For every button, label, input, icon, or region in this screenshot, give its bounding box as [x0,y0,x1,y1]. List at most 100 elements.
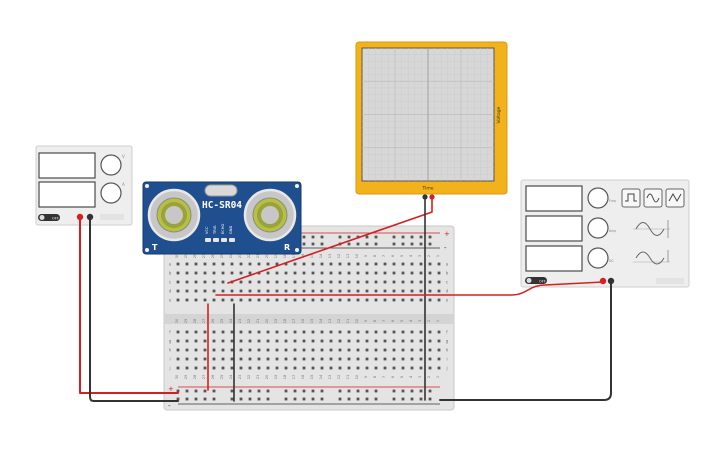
breadboard-hole[interactable] [437,262,441,266]
breadboard-hole[interactable] [329,348,333,352]
breadboard-hole[interactable] [257,262,261,266]
breadboard-hole[interactable] [374,339,378,343]
breadboard-hole[interactable] [401,330,405,334]
wire-power-negative[interactable] [89,219,179,402]
breadboard-hole[interactable] [338,330,342,334]
breadboard-hole[interactable] [248,348,252,352]
breadboard-hole[interactable] [248,366,252,370]
breadboard-hole[interactable] [374,330,378,334]
breadboard-hole[interactable] [266,330,270,334]
breadboard-hole[interactable] [347,357,351,361]
breadboard-hole[interactable] [221,262,225,266]
rail-hole[interactable] [374,389,378,393]
breadboard-hole[interactable] [302,280,306,284]
breadboard-hole[interactable] [365,348,369,352]
breadboard-hole[interactable] [419,280,423,284]
breadboard-hole[interactable] [221,289,225,293]
breadboard-hole[interactable] [311,366,315,370]
breadboard-hole[interactable] [212,262,216,266]
breadboard-hole[interactable] [383,339,387,343]
scope-probe-positive[interactable] [429,194,435,200]
rail-hole[interactable] [428,235,432,239]
rail-hole[interactable] [392,235,396,239]
breadboard-hole[interactable] [347,262,351,266]
breadboard-hole[interactable] [311,280,315,284]
rail-hole[interactable] [338,235,342,239]
rail-hole[interactable] [428,389,432,393]
breadboard-hole[interactable] [185,330,189,334]
breadboard-hole[interactable] [248,289,252,293]
breadboard-hole[interactable] [266,298,270,302]
breadboard-hole[interactable] [266,262,270,266]
rail-hole[interactable] [428,242,432,246]
breadboard-hole[interactable] [338,298,342,302]
rail-hole[interactable] [176,389,180,393]
breadboard-hole[interactable] [374,298,378,302]
breadboard-hole[interactable] [230,366,234,370]
pin-echo[interactable] [221,238,227,242]
rail-hole[interactable] [392,397,396,401]
breadboard-hole[interactable] [239,262,243,266]
breadboard-hole[interactable] [212,348,216,352]
wire-echo-to-scope[interactable] [227,199,433,284]
breadboard-hole[interactable] [248,330,252,334]
breadboard-hole[interactable] [392,366,396,370]
rail-hole[interactable] [302,235,306,239]
breadboard-hole[interactable] [338,366,342,370]
breadboard-hole[interactable] [221,348,225,352]
breadboard-hole[interactable] [320,289,324,293]
breadboard[interactable]: + - + - 30303029292928282827272726262625… [163,225,455,411]
breadboard-hole[interactable] [419,262,423,266]
rail-hole[interactable] [302,397,306,401]
breadboard-hole[interactable] [293,298,297,302]
rail-hole[interactable] [284,397,288,401]
rail-hole[interactable] [356,397,360,401]
breadboard-hole[interactable] [284,348,288,352]
breadboard-hole[interactable] [302,357,306,361]
power-supply[interactable]: V A OFF [35,145,133,226]
breadboard-hole[interactable] [356,262,360,266]
breadboard-hole[interactable] [356,339,360,343]
breadboard-hole[interactable] [311,339,315,343]
breadboard-hole[interactable] [410,262,414,266]
breadboard-hole[interactable] [239,280,243,284]
breadboard-hole[interactable] [257,298,261,302]
rail-hole[interactable] [419,235,423,239]
breadboard-hole[interactable] [329,339,333,343]
breadboard-hole[interactable] [365,366,369,370]
breadboard-hole[interactable] [347,271,351,275]
breadboard-hole[interactable] [410,330,414,334]
breadboard-hole[interactable] [329,298,333,302]
breadboard-hole[interactable] [347,348,351,352]
breadboard-hole[interactable] [392,339,396,343]
rail-hole[interactable] [347,397,351,401]
breadboard-hole[interactable] [221,366,225,370]
breadboard-hole[interactable] [410,280,414,284]
breadboard-hole[interactable] [365,330,369,334]
breadboard-hole[interactable] [329,330,333,334]
breadboard-hole[interactable] [392,357,396,361]
breadboard-hole[interactable] [437,330,441,334]
rail-hole[interactable] [248,397,252,401]
wire-power-positive[interactable] [79,219,179,394]
breadboard-hole[interactable] [401,339,405,343]
breadboard-hole[interactable] [437,289,441,293]
breadboard-hole[interactable] [266,366,270,370]
negative-terminal[interactable] [86,213,94,221]
breadboard-hole[interactable] [329,262,333,266]
breadboard-hole[interactable] [284,357,288,361]
rail-hole[interactable] [365,235,369,239]
breadboard-hole[interactable] [356,280,360,284]
breadboard-hole[interactable] [320,330,324,334]
breadboard-hole[interactable] [293,357,297,361]
breadboard-hole[interactable] [194,348,198,352]
breadboard-hole[interactable] [239,357,243,361]
breadboard-hole[interactable] [293,366,297,370]
breadboard-hole[interactable] [194,366,198,370]
breadboard-hole[interactable] [410,289,414,293]
breadboard-hole[interactable] [221,339,225,343]
rail-hole[interactable] [239,397,243,401]
breadboard-hole[interactable] [428,289,432,293]
breadboard-hole[interactable] [284,289,288,293]
breadboard-hole[interactable] [383,366,387,370]
